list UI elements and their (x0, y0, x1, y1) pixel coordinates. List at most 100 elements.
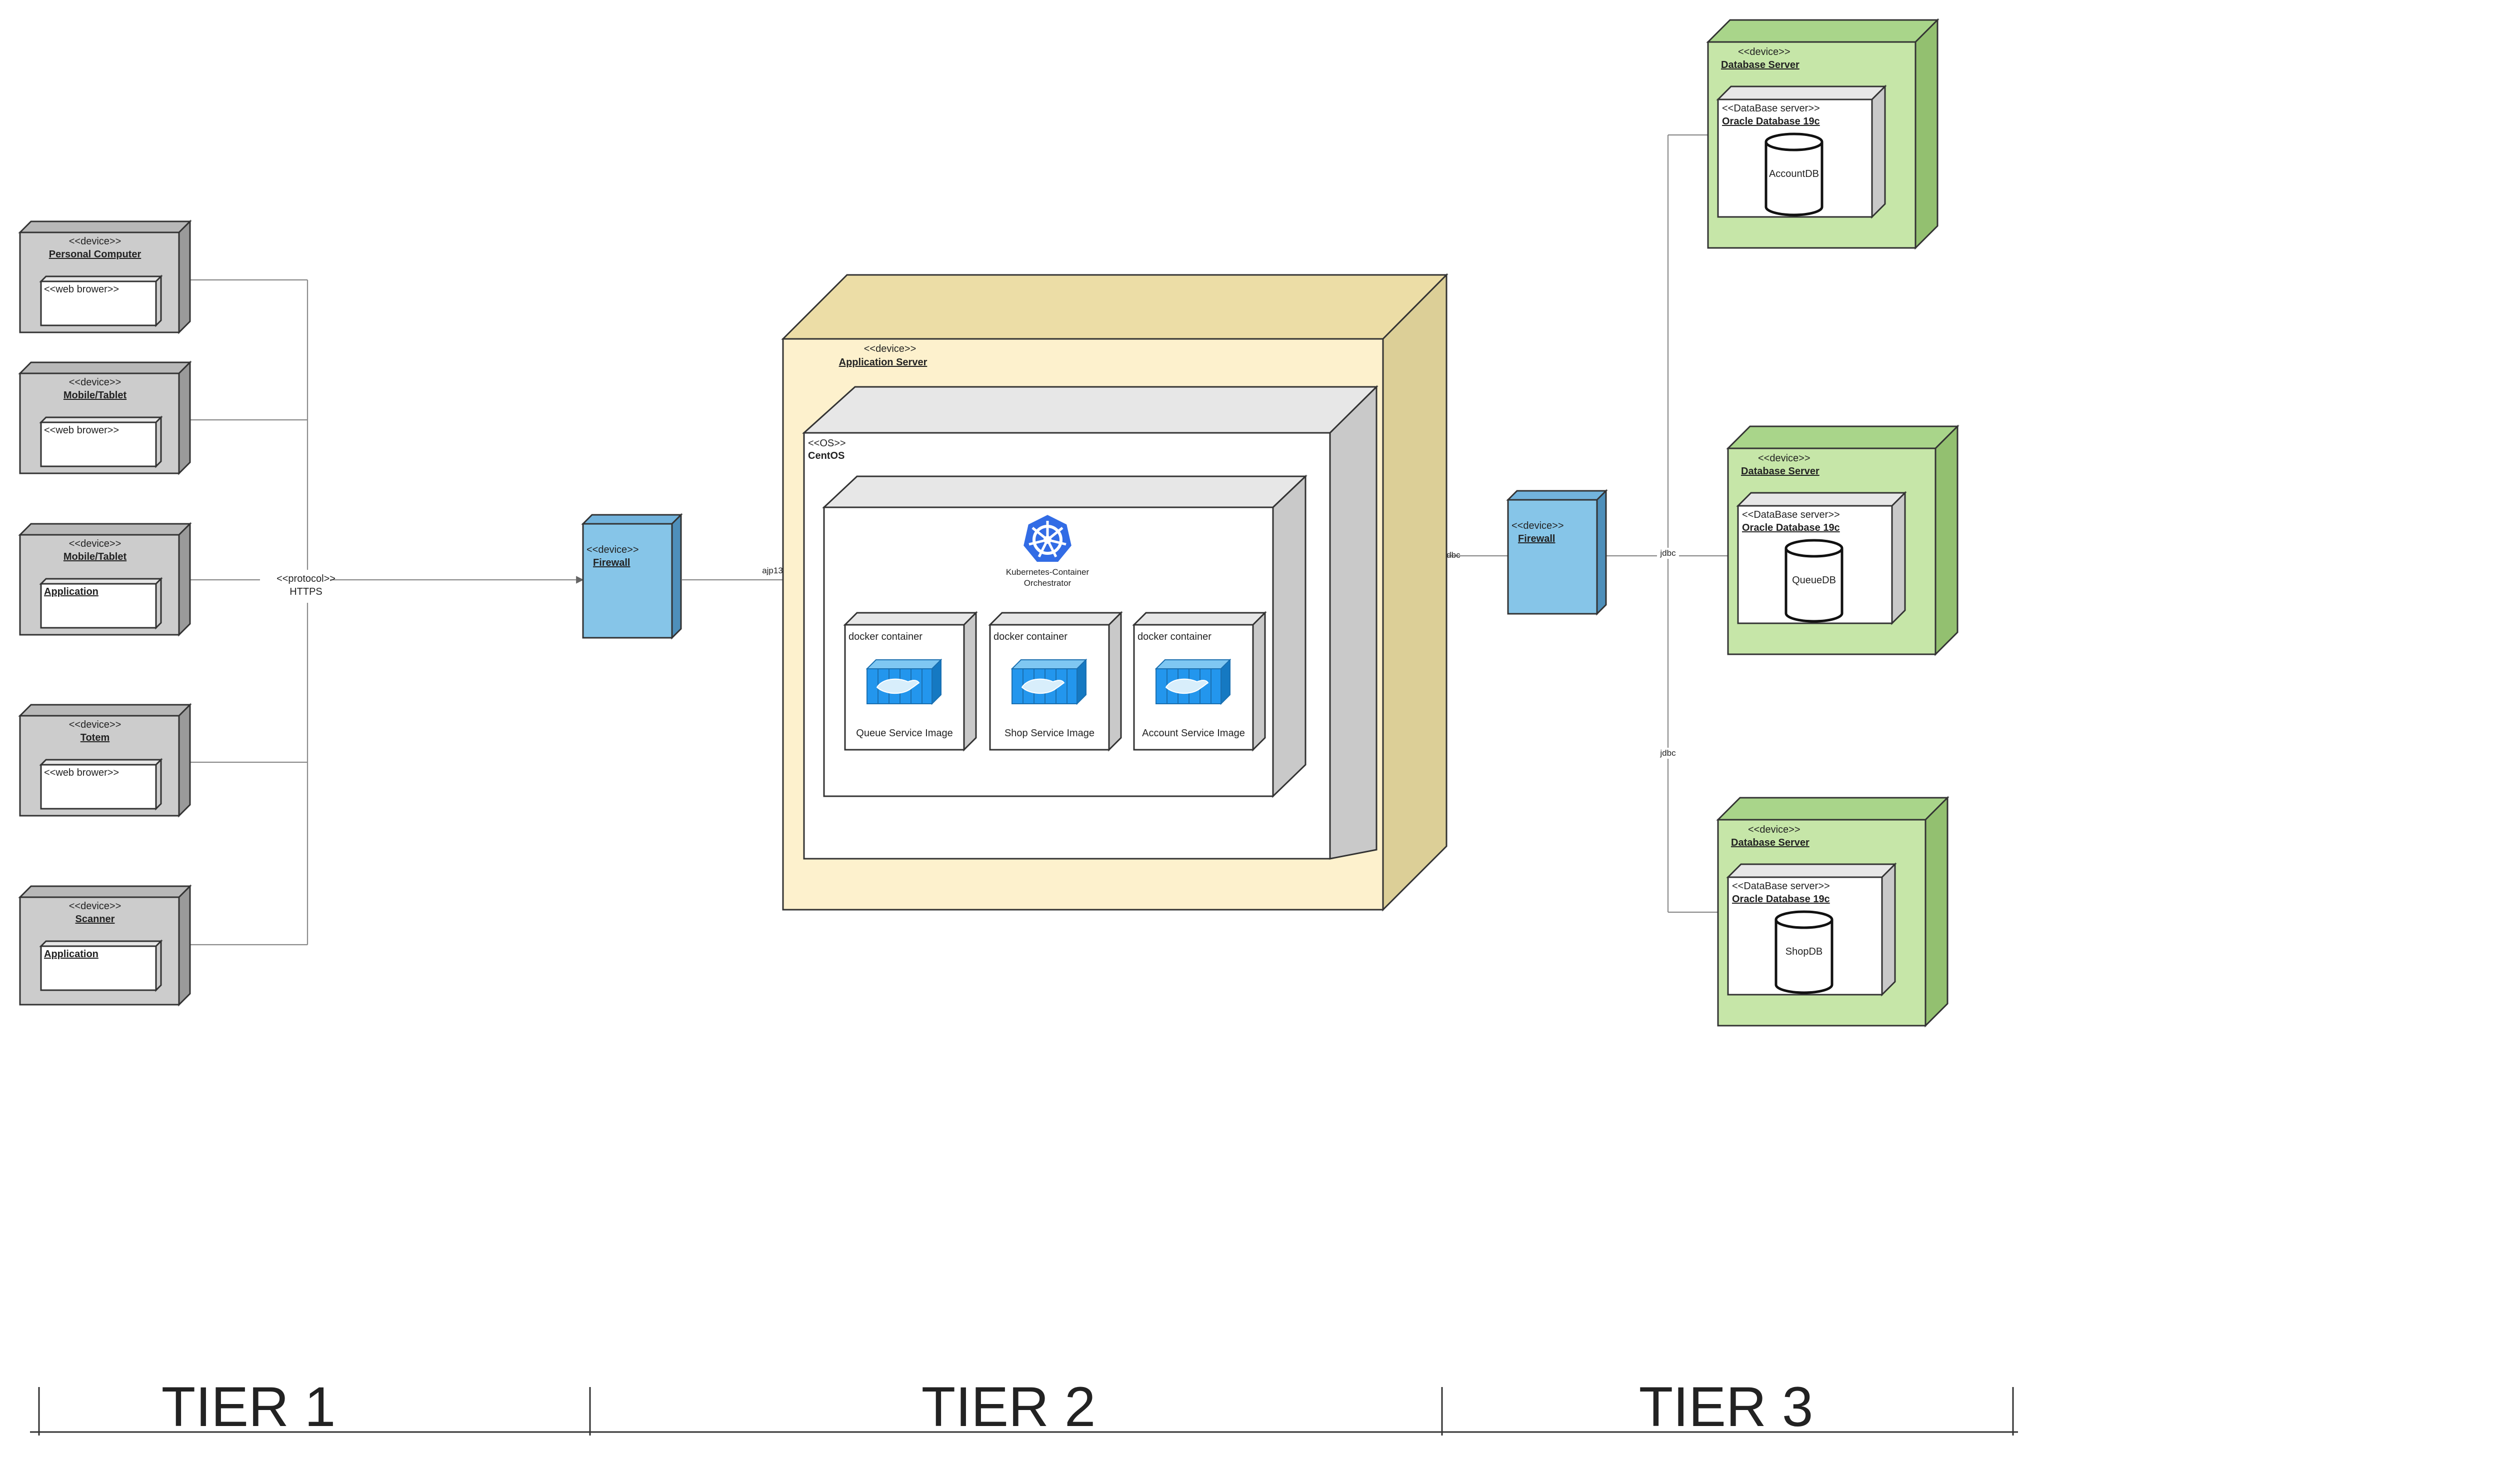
client-device-side-face (178, 884, 191, 1007)
client-device-name: Mobile/Tablet (64, 390, 127, 401)
dbms-top-face (1736, 492, 1907, 507)
docker-container-top-face (988, 612, 1123, 626)
database-server-top-face (1716, 797, 1950, 821)
jdbc-low-link-label: jdbc (1660, 748, 1676, 758)
firewalls: <<device>> Firewall <<device>> Firewall (581, 489, 1608, 640)
app-server-side-face (1382, 273, 1448, 912)
tier-ruler: TIER 1 TIER 2 TIER 3 (30, 1376, 2018, 1438)
client-device-side-face (178, 522, 191, 637)
os-side-face (1329, 385, 1378, 860)
dbms-name: Oracle Database 19c (1742, 522, 1840, 533)
protocol-name-label: HTTPS (290, 586, 322, 597)
database-server-side-face (1914, 18, 1938, 250)
database-server-stereotype: <<device>> (1748, 824, 1800, 835)
database-server-side-face (1924, 796, 1948, 1028)
client-device-name: Personal Computer (49, 249, 142, 260)
docker-container-side-face (1252, 611, 1266, 752)
docker-icon (1154, 658, 1232, 705)
protocol-stereotype-label: <<protocol>> (276, 573, 336, 584)
client-device-name: Mobile/Tablet (64, 551, 127, 562)
database-name: QueueDB (1792, 575, 1836, 586)
docker-image-label: Shop Service Image (1004, 728, 1094, 739)
dbms-stereotype: <<DataBase server>> (1722, 103, 1820, 114)
dbms-top-face (1726, 863, 1897, 878)
database-server-name: Database Server (1721, 59, 1800, 70)
client-device-1[interactable]: <<device>> Personal Computer <<web brower>… (18, 219, 192, 334)
docker-container-front-face (844, 624, 965, 751)
database-server-top-face (1726, 425, 1960, 449)
docker-container-top-face (843, 612, 978, 626)
jdbc-out-link-label: jdbc (1444, 550, 1460, 560)
ajp13-link-label: ajp13 (762, 566, 783, 575)
docker-image-label: Queue Service Image (856, 728, 952, 739)
kubernetes-side-face (1272, 474, 1306, 798)
database-server-top-face (1706, 19, 1940, 43)
dbms-stereotype: <<DataBase server>> (1742, 509, 1840, 520)
database-server-3[interactable]: <<device>>Database Server<<DataBase serv… (1716, 796, 1950, 1028)
client-device-side-face (178, 219, 191, 334)
client-artifact-front-face (40, 945, 157, 991)
database-cylinder-icon (1784, 539, 1844, 623)
dbms-name: Oracle Database 19c (1732, 894, 1830, 905)
firewall-out-front-face (1507, 499, 1598, 615)
firewall-in-stereotype: <<device>> (586, 544, 639, 555)
firewall-in-node[interactable]: <<device>> Firewall (581, 513, 683, 640)
client-artifact-label: <<web brower>> (44, 767, 119, 778)
app-server-name: Application Server (839, 357, 928, 368)
docker-icon (1010, 658, 1088, 705)
client-artifact-front-face (40, 764, 157, 810)
docker-image-label: Account Service Image (1142, 728, 1245, 739)
firewall-in-name: Firewall (593, 557, 630, 568)
application-server-node[interactable]: <<device>> Application Server <<OS>> Cen… (781, 273, 1448, 912)
client-artifact-label: <<web brower>> (44, 284, 119, 295)
kubernetes-icon (1021, 512, 1074, 564)
client-device-top-face (18, 220, 192, 233)
dbms-name: Oracle Database 19c (1722, 116, 1820, 127)
firewall-in-front-face (582, 523, 673, 639)
dbms-stereotype: <<DataBase server>> (1732, 881, 1830, 892)
database-cylinder-icon (1774, 910, 1834, 994)
database-name: AccountDB (1769, 168, 1819, 179)
client-device-stereotype: <<device>> (69, 901, 122, 912)
orchestrator-label-line2: Orchestrator (1024, 578, 1072, 588)
dbms-side-face (1871, 84, 1886, 219)
docker-container-top-face (1132, 612, 1267, 626)
client-device-4[interactable]: <<device>>Totem<<web brower>> (18, 703, 192, 818)
orchestrator-label-line1: Kubernetes-Container (1006, 567, 1090, 577)
client-device-name: Scanner (76, 914, 115, 925)
dbms-side-face (1891, 491, 1906, 625)
client-device-stereotype: <<device>> (69, 236, 122, 247)
database-server-stereotype: <<device>> (1758, 453, 1810, 464)
docker-container-stereotype: docker container (994, 631, 1068, 642)
os-stereotype: <<OS>> (808, 438, 846, 449)
client-device-stereotype: <<device>> (69, 719, 122, 730)
docker-icon (866, 658, 942, 705)
database-server-2[interactable]: <<device>> Database Server <<DataBase serv… (1726, 424, 1960, 656)
kubernetes-top-face (822, 475, 1308, 508)
firewall-in-side-face (671, 513, 682, 640)
database-cylinder-icon (1764, 132, 1824, 216)
dbms-top-face (1716, 85, 1887, 100)
client-device-2[interactable]: <<device>>Mobile/Tablet<<web brower>> (18, 360, 192, 475)
database-name: ShopDB (1786, 946, 1823, 957)
firewall-in-top-face (581, 514, 683, 525)
kubernetes-node[interactable]: Kubernetes-Container Orchestrator docker… (822, 474, 1308, 798)
firewall-out-side-face (1596, 489, 1607, 616)
client-device-stereotype: <<device>> (69, 377, 122, 388)
client-artifact-label: Application (44, 949, 98, 960)
database-server-name: Database Server (1741, 466, 1820, 477)
firewall-out-node[interactable]: <<device>> Firewall (1506, 489, 1608, 616)
firewall-out-name: Firewall (1518, 533, 1555, 544)
firewall-out-stereotype: <<device>> (1512, 520, 1564, 531)
firewall-out-top-face (1506, 490, 1608, 501)
connectors (180, 134, 1728, 946)
client-device-stereotype: <<device>> (69, 538, 122, 549)
database-server-1[interactable]: <<device>>Database Server<<DataBase serv… (1706, 18, 1940, 250)
